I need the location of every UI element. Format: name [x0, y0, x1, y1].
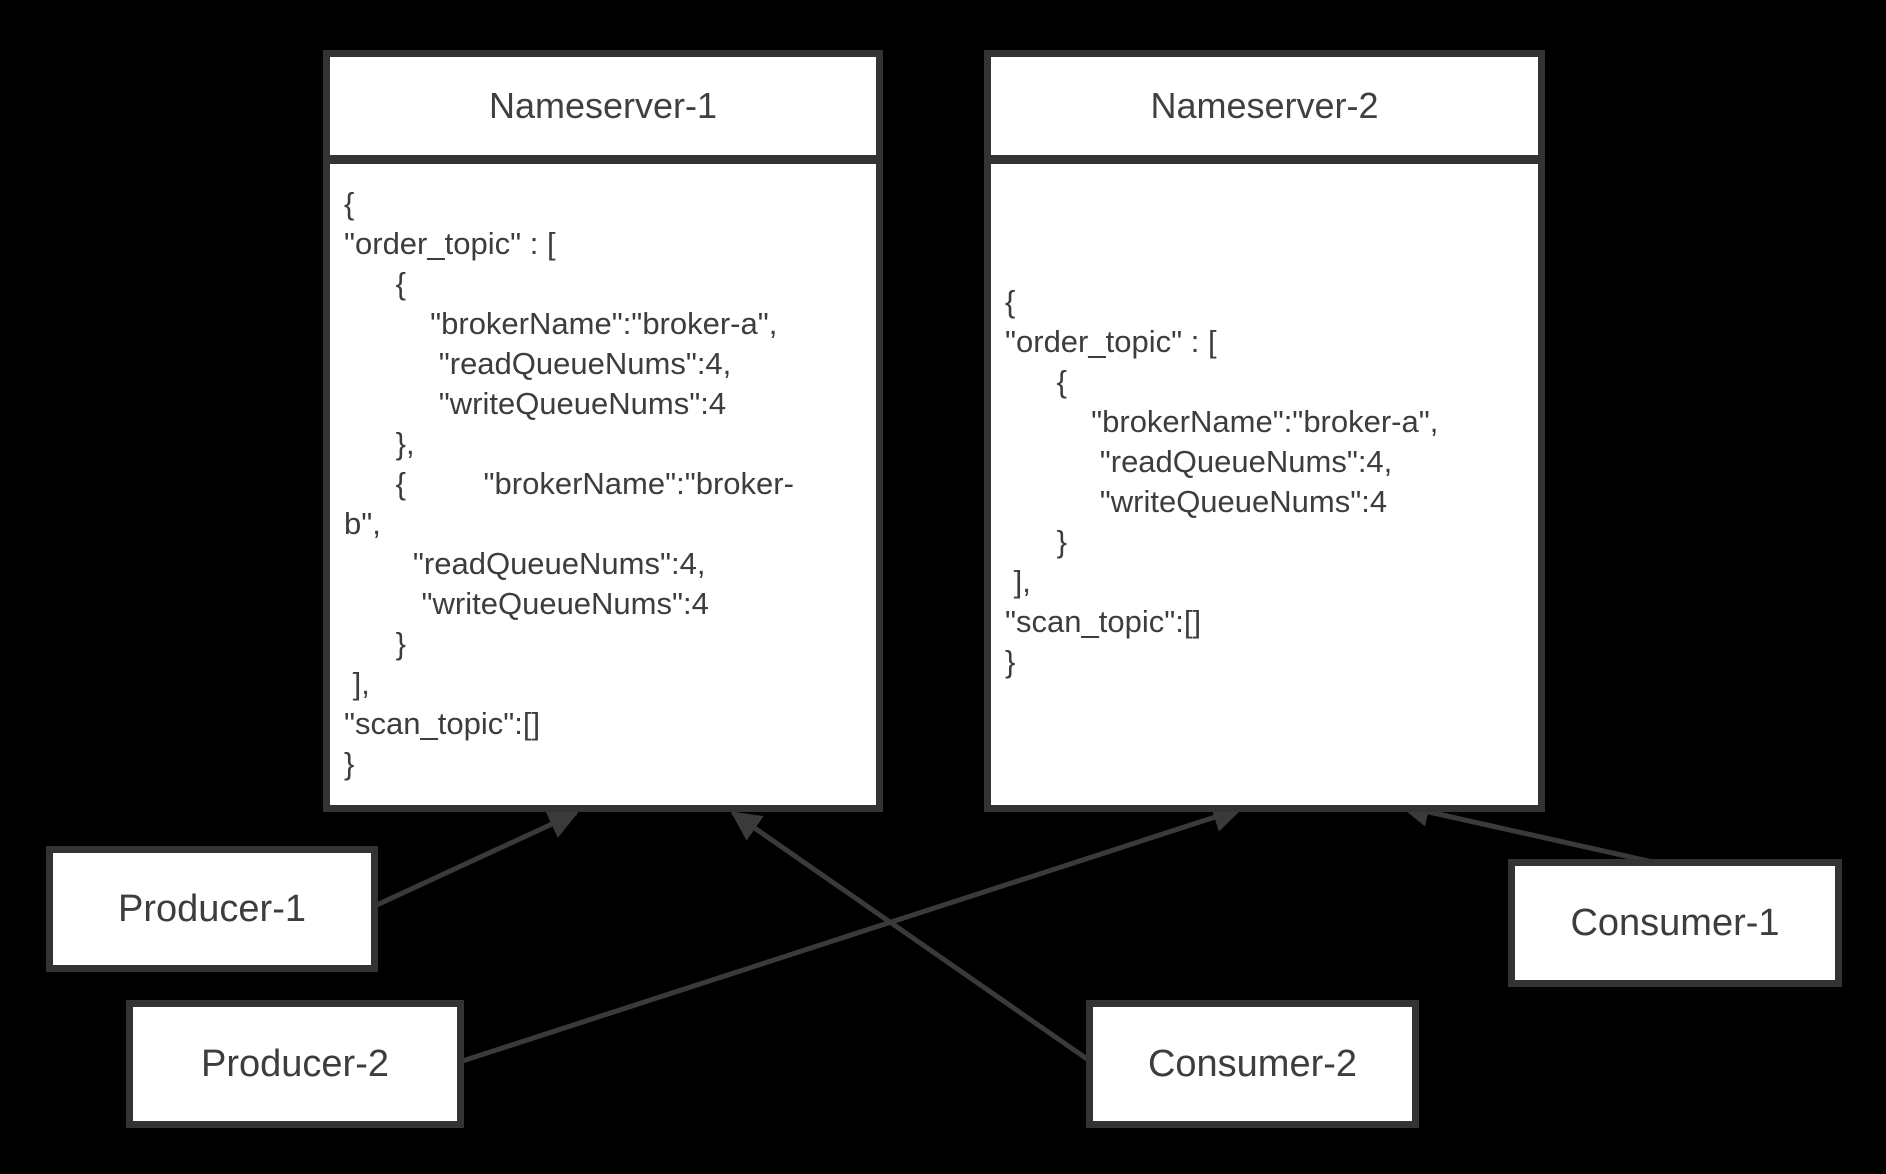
consumer-1-box: Consumer-1: [1508, 859, 1842, 987]
nameserver-1-registry-json: { "order_topic" : [ { "brokerName":"brok…: [344, 186, 794, 781]
arrow-producer-2-to-nameserver-2: [449, 803, 1243, 1068]
arrow-consumer-2-to-nameserver-1: [730, 810, 1102, 1071]
nameserver-1-title: Nameserver-1: [330, 57, 876, 164]
consumer-2-label: Consumer-2: [1147, 1042, 1358, 1085]
producer-2-box: Producer-2: [126, 1000, 464, 1128]
consumer-1-label: Consumer-1: [1570, 901, 1780, 944]
nameserver-2-box: Nameserver-2 { "order_topic" : [ { "brok…: [984, 50, 1545, 812]
nameserver-2-title: Nameserver-2: [991, 57, 1538, 164]
nameserver-1-box: Nameserver-1 { "order_topic" : [ { "brok…: [323, 50, 883, 812]
producer-1-box: Producer-1: [46, 846, 378, 972]
nameserver-2-registry-json: { "order_topic" : [ { "brokerName":"brok…: [1005, 284, 1439, 679]
arrow-consumer-1-to-nameserver-2: [1399, 797, 1681, 871]
arrow-producer-1-to-nameserver-1: [353, 810, 579, 918]
producer-2-label: Producer-2: [201, 1042, 389, 1085]
consumer-2-box: Consumer-2: [1086, 1000, 1419, 1128]
producer-1-label: Producer-1: [118, 887, 306, 930]
